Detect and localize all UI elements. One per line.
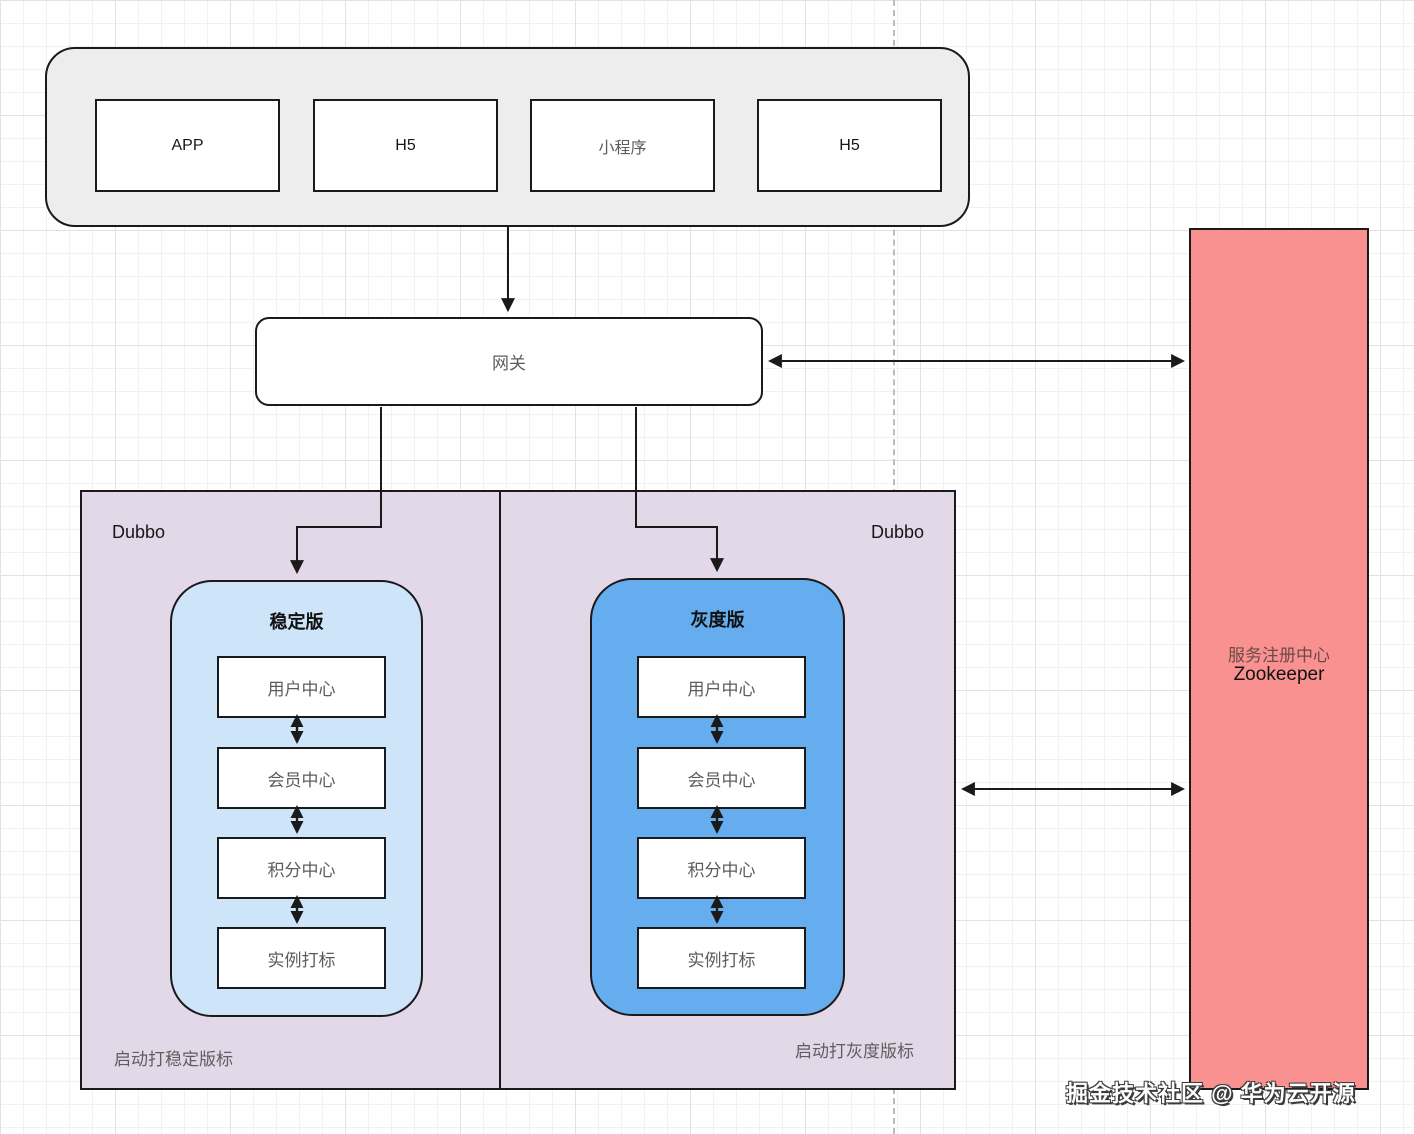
clients-container: APP H5 小程序 H5 [45,47,970,227]
registry-zookeeper-box: 服务注册中心 Zookeeper [1189,228,1369,1090]
gray-version-container: 灰度版 用户中心 会员中心 积分中心 实例打标 [590,578,845,1016]
gateway-box: 网关 [255,317,763,406]
gray-service-points-center: 积分中心 [637,837,806,899]
stable-service-member-center: 会员中心 [217,747,386,809]
stable-service-points-center: 积分中心 [217,837,386,899]
stable-startup-note: 启动打稳定版标 [114,1050,233,1069]
stable-version-title: 稳定版 [269,612,324,632]
registry-title: 服务注册中心 [1228,646,1330,665]
gray-service-user-center: 用户中心 [637,656,806,718]
client-box-miniprogram: 小程序 [530,99,715,192]
gray-service-member-center: 会员中心 [637,747,806,809]
stable-service-user-center: 用户中心 [217,656,386,718]
dubbo-label-right: Dubbo [871,522,925,542]
client-box-h5-2: H5 [757,99,942,192]
registry-subtitle: Zookeeper [1233,664,1325,685]
stable-version-container: 稳定版 用户中心 会员中心 积分中心 实例打标 [170,580,423,1017]
client-box-app: APP [95,99,280,192]
watermark: 掘金技术社区 @ 华为云开源 [1066,1081,1356,1106]
dubbo-middle-divider [499,492,501,1088]
stable-service-instance-tag: 实例打标 [217,927,386,989]
gray-startup-note: 启动打灰度版标 [795,1042,914,1061]
dubbo-label-left: Dubbo [112,522,166,542]
client-box-h5: H5 [313,99,498,192]
gray-service-instance-tag: 实例打标 [637,927,806,989]
gray-version-title: 灰度版 [690,610,745,630]
